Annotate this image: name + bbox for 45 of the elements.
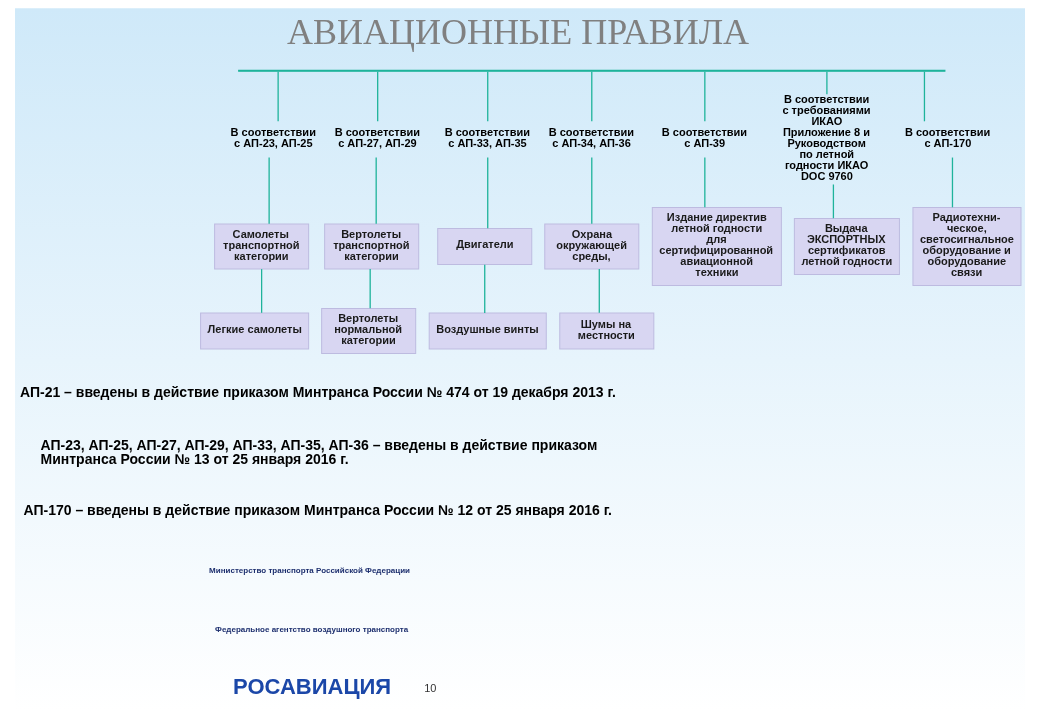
node-text: В соответствии с АП-33, АП-35	[444, 126, 531, 150]
diagram-title: АВИАЦИОННЫЕ ПРАВИЛА	[286, 12, 750, 53]
node-bar	[238, 69, 946, 72]
connector	[277, 70, 279, 122]
connector	[591, 70, 593, 122]
connector	[826, 70, 828, 95]
label: Федеральное агентство воздушного транспорта	[215, 624, 409, 634]
node-box: Шумы на местности	[559, 312, 655, 350]
label: РОСАВИАЦИЯ	[233, 674, 392, 700]
label: Министерство транспорта Российской Федерации	[209, 565, 410, 575]
node-text: В соответствии с АП-34, АП-36	[548, 126, 635, 150]
connector	[704, 156, 706, 208]
node-box: Охрана окружающей среды,	[544, 223, 640, 270]
connector	[704, 70, 706, 122]
node-box: Вертолеты нормальной категории	[321, 307, 417, 354]
connector	[591, 156, 593, 225]
connector	[260, 268, 263, 314]
connector	[951, 156, 954, 208]
connector	[832, 183, 835, 219]
node-box: Легкие самолеты	[200, 312, 310, 350]
connector	[487, 70, 489, 122]
connector	[377, 70, 379, 122]
node-text: В соответствии с требованиями ИКАО Приложение 8 и Руководством по летной годности ИКАО DOC 9760	[782, 93, 871, 183]
node-box: Двигатели	[437, 227, 533, 265]
connector	[484, 264, 486, 314]
connector	[923, 70, 926, 122]
node-box: Самолеты транспортной категории	[214, 223, 310, 270]
connector	[487, 156, 489, 229]
node-box: Выдача ЭКСПОРТНЫХ сертификатов летной годности	[793, 217, 900, 275]
label: 10	[424, 682, 437, 695]
connector	[369, 268, 371, 309]
node-box: Радиотехни- ческое, светосигнальное оборудование и оборудование связи	[912, 206, 1022, 286]
connector	[375, 156, 377, 225]
node-text: В соответствии с АП-23, АП-25	[230, 126, 316, 150]
label: АП-21 – введены в действие приказом Минтранса России № 474 от 19 декабря 2013 г.	[20, 384, 616, 401]
node-box: Издание директив летной годности для сертифицированной авиационной техники	[651, 206, 782, 286]
node-box: Вертолеты транспортной категории	[324, 223, 420, 270]
connector	[598, 268, 600, 314]
label: АП-23, АП-25, АП-27, АП-29, АП-33, АП-35, АП-36 – введены в действие приказом Минтранса России № 13 от 25 января 2016 г.	[40, 436, 598, 467]
node-text: В соответствии с АП-27, АП-29	[334, 126, 420, 150]
node-text: В соответствии с АП-39	[661, 126, 748, 150]
label: АП-170 – введены в действие приказом Минтранса России № 12 от 25 января 2016 г.	[23, 502, 612, 519]
connector	[268, 156, 270, 225]
node-text: В соответствии с АП-170	[904, 126, 991, 150]
node-box: Воздушные винты	[428, 312, 547, 350]
